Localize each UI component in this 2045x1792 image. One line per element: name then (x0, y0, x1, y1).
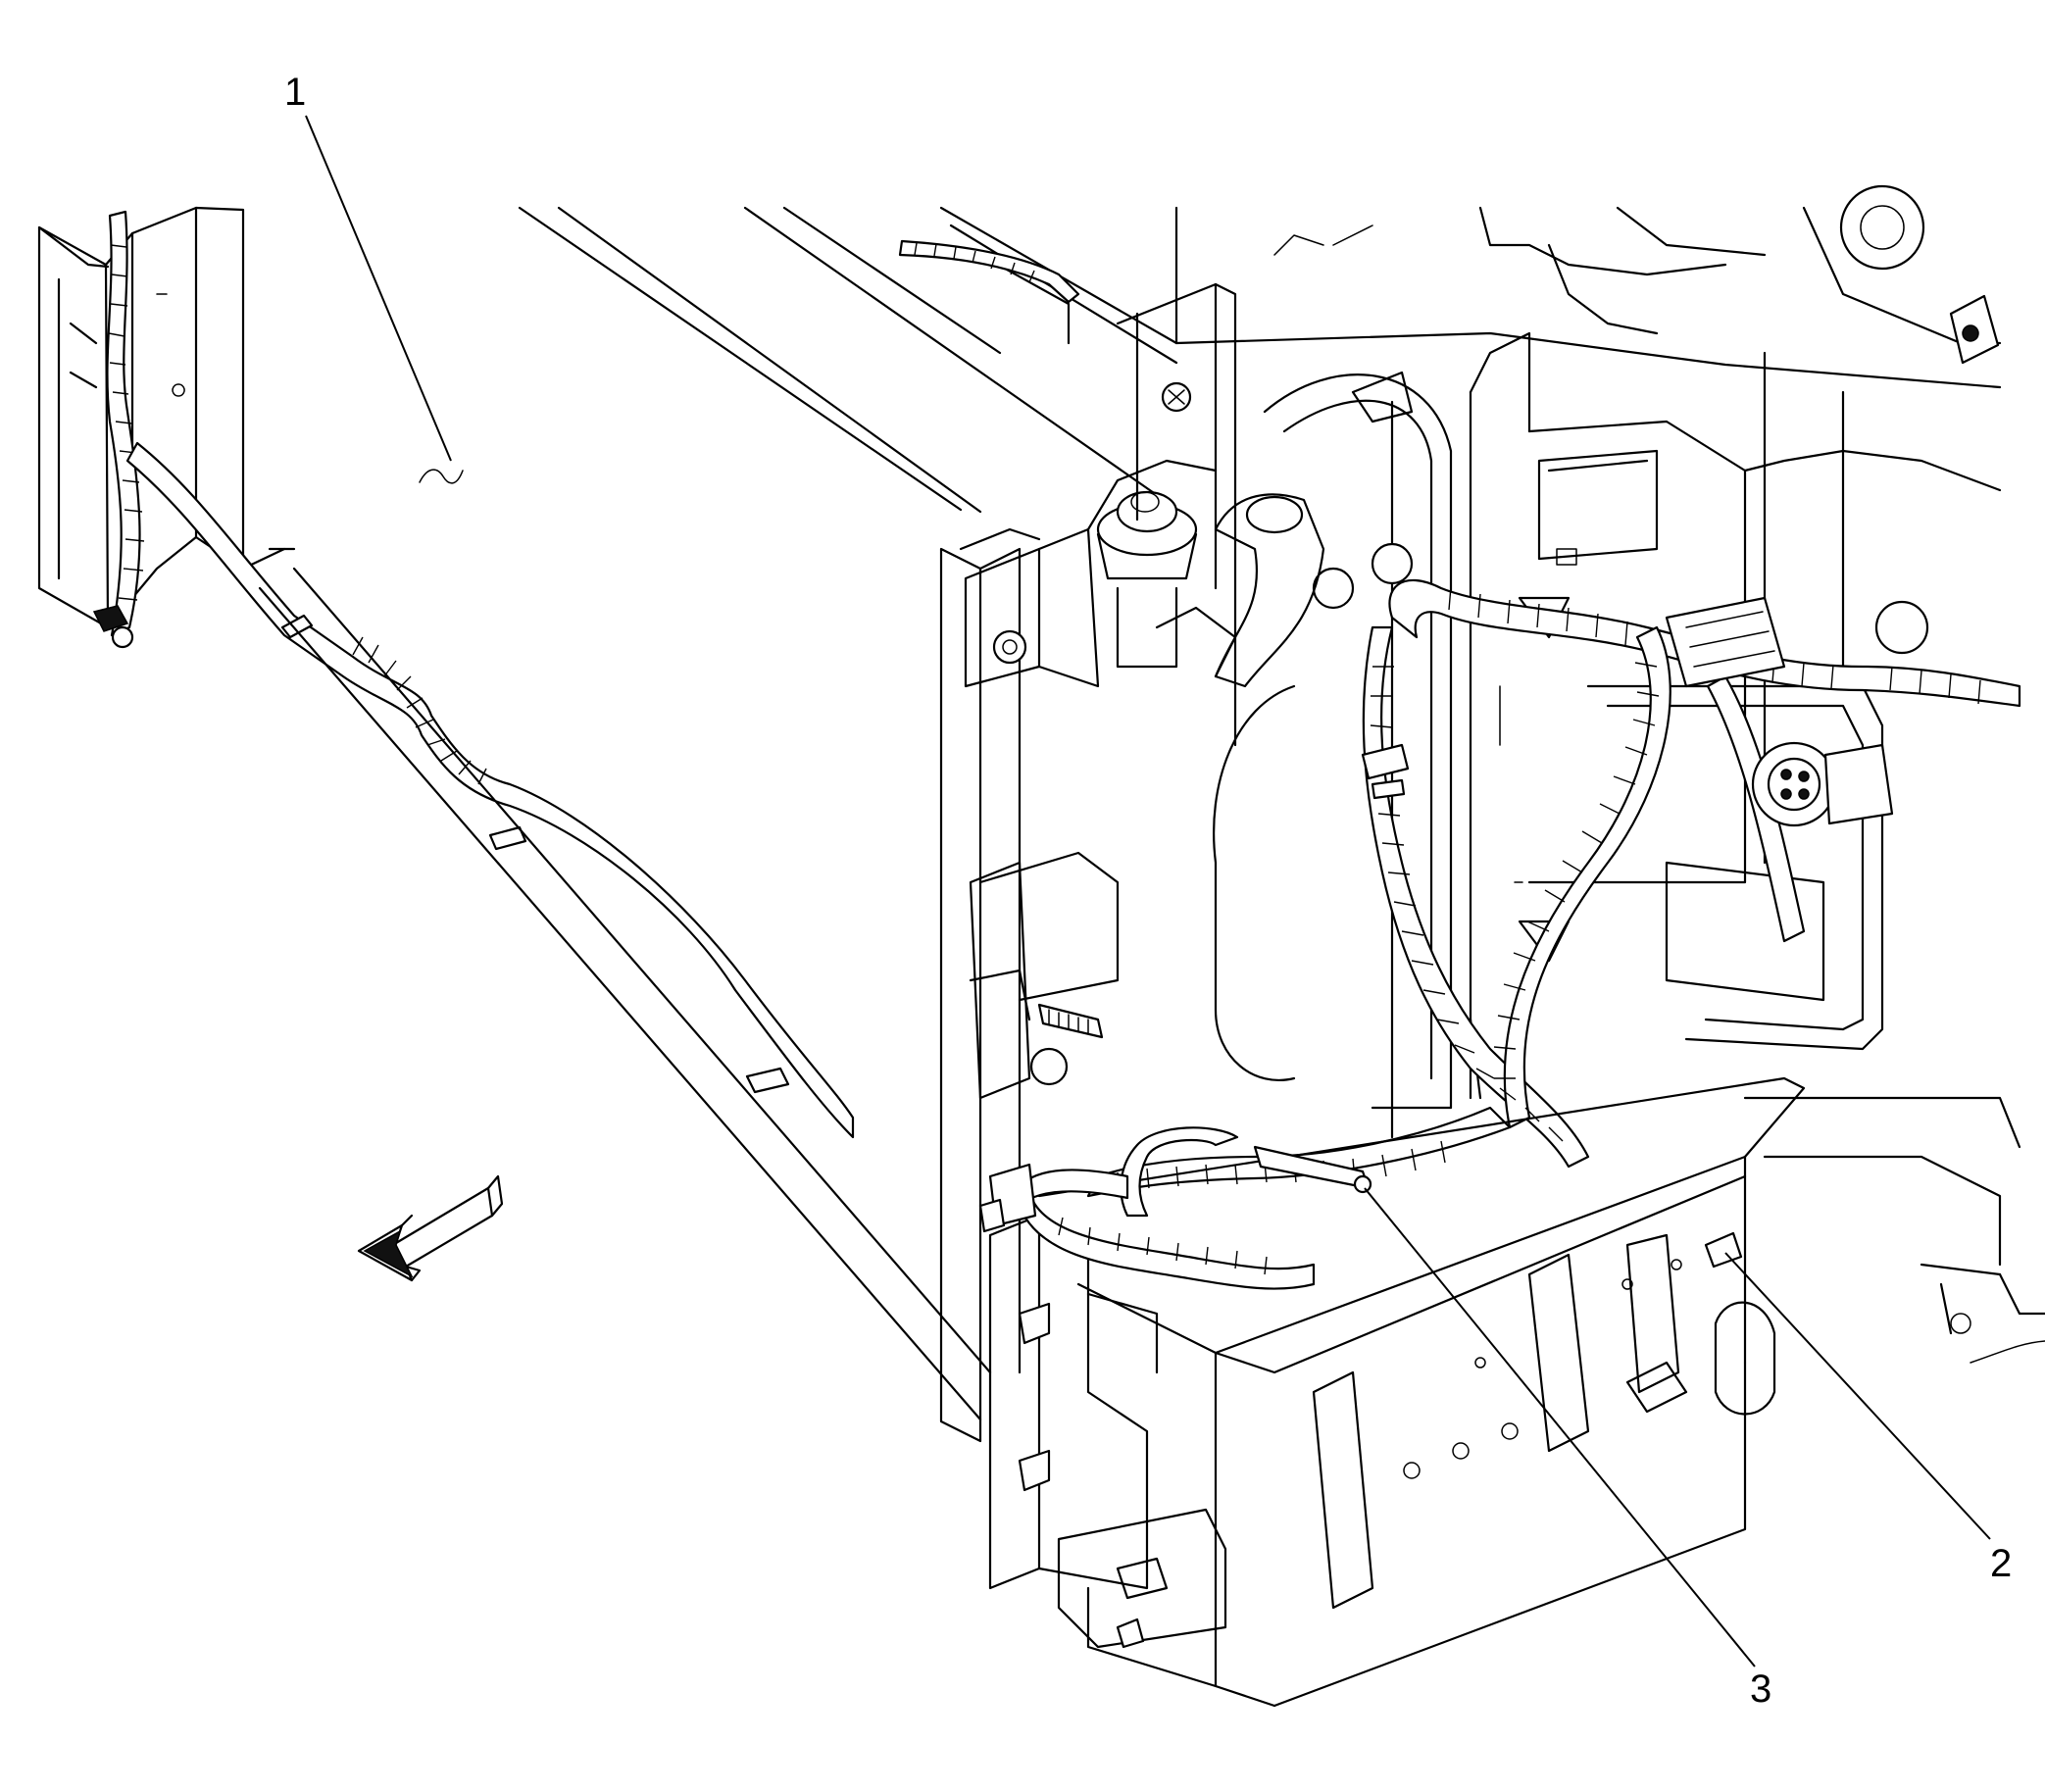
engine-harness-right (1086, 578, 2021, 1198)
front-direction-arrow-icon (357, 1174, 504, 1282)
lower-support-panel (969, 851, 1806, 1708)
callout-label-2: 2 (1990, 1542, 2013, 1585)
leader-line-2 (1724, 1252, 1991, 1540)
callout-label-3: 3 (1750, 1668, 1772, 1711)
radiator-support-frame (939, 282, 2045, 1443)
leader-line-3 (1364, 1187, 1756, 1668)
break-tilde-icon (419, 469, 464, 484)
left-fender-apron (37, 206, 286, 649)
main-wiring-harness (125, 441, 855, 1139)
callout-label-1: 1 (284, 71, 307, 114)
upper-tie-bar (898, 184, 2002, 389)
leader-lines (305, 115, 1991, 1668)
radiator-support-front-edge (258, 206, 1159, 1421)
leader-line-1 (305, 115, 452, 462)
